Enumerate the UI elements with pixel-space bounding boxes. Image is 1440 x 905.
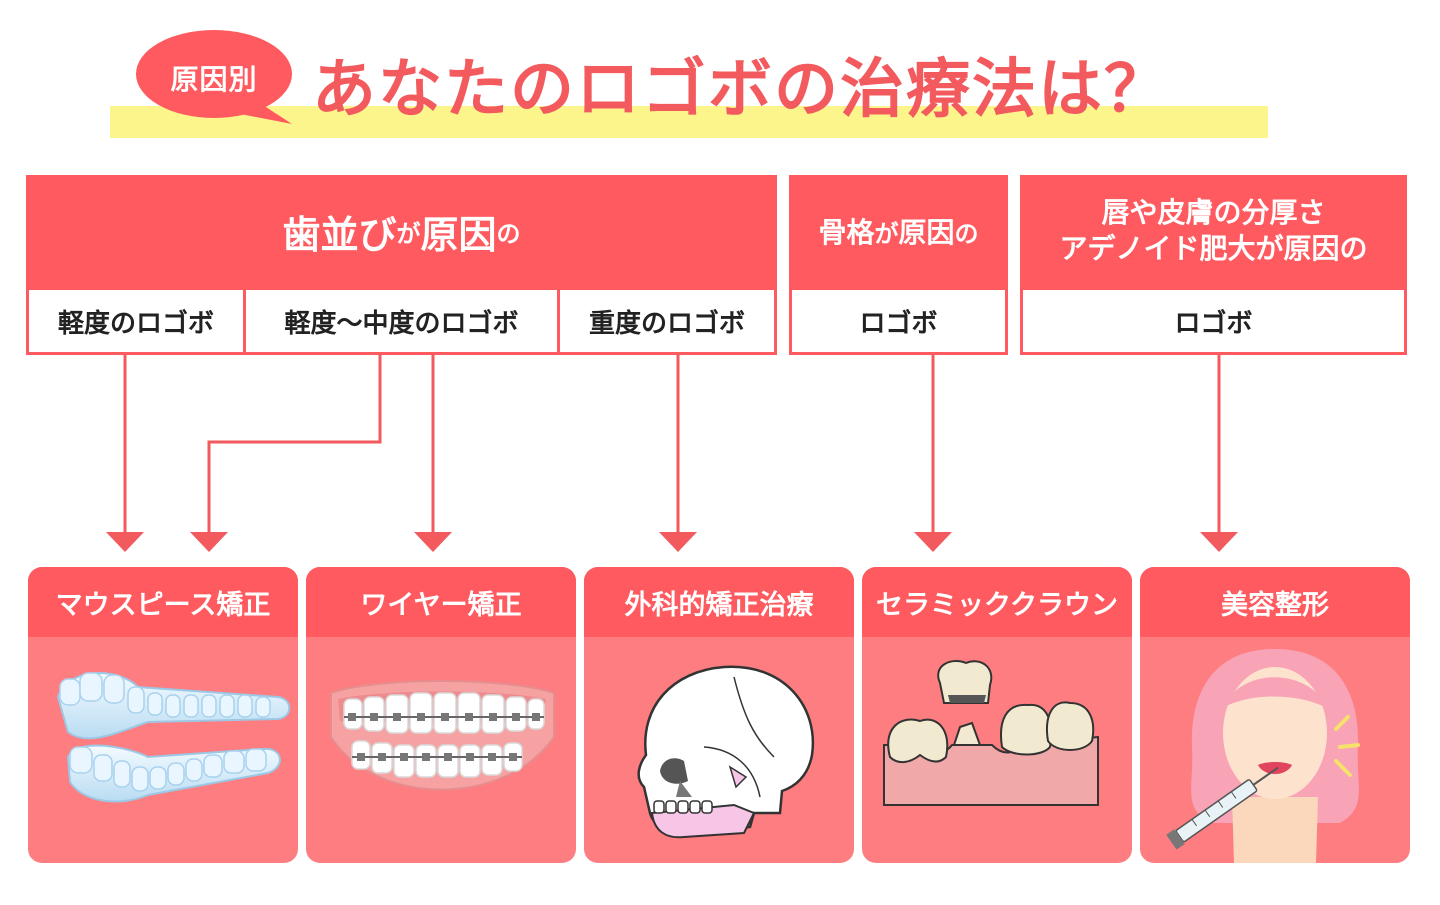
cause-bone-heading-end: の xyxy=(954,219,979,248)
level-mild-moderate: 軽度〜中度のロゴボ xyxy=(246,290,557,352)
wire-braces-icon xyxy=(330,680,555,791)
arrowhead-1 xyxy=(106,532,144,552)
cause-teeth-heading-particle: が xyxy=(396,219,421,248)
cause-bone-box: 骨格が原因の ロゴボ xyxy=(789,175,1008,355)
title-badge: 原因別 xyxy=(170,63,258,96)
cause-soft-heading: 唇や皮膚の分厚さ アデノイド肥大が原因の xyxy=(1020,175,1407,287)
arrow-mid-to-mouthpiece xyxy=(207,355,382,534)
cause-teeth-heading-end: の xyxy=(496,219,521,248)
cause-soft-box: 唇や皮膚の分厚さ アデノイド肥大が原因の ロゴボ xyxy=(1020,175,1407,355)
treatment-card-cosmetic: 美容整形 xyxy=(1140,567,1410,863)
cause-teeth-heading-tail: 原因 xyxy=(420,212,497,257)
arrowhead-6 xyxy=(1200,532,1238,552)
cause-teeth-box: 歯並びが原因の 軽度のロゴボ 軽度〜中度のロゴボ 重度のロゴボ xyxy=(26,175,777,355)
treatment-card-wire: ワイヤー矯正 xyxy=(306,567,576,863)
cause-teeth-levels: 軽度のロゴボ 軽度〜中度のロゴボ 重度のロゴボ xyxy=(29,290,774,352)
page-title: あなたのロゴボの治療法は？ xyxy=(312,53,1170,127)
treatment-label-mouthpiece: マウスピース矯正 xyxy=(28,567,298,637)
arrowhead-3 xyxy=(414,532,452,552)
treatment-card-mouthpiece: マウスピース矯正 xyxy=(28,567,298,863)
cause-soft-levels: ロゴボ xyxy=(1023,290,1404,352)
treatment-card-crown: セラミッククラウン xyxy=(862,567,1132,863)
cause-soft-heading-line1: 唇や皮膚の分厚さ xyxy=(1101,196,1326,229)
treatment-label-cosmetic: 美容整形 xyxy=(1140,567,1410,637)
cause-bone-heading-particle: が xyxy=(874,219,899,248)
arrowhead-4 xyxy=(659,532,697,552)
level-soft: ロゴボ xyxy=(1023,290,1404,352)
treatment-label-wire: ワイヤー矯正 xyxy=(306,567,576,637)
mouthpiece-aligner-icon xyxy=(56,672,291,803)
cosmetic-surgery-icon xyxy=(1166,649,1360,863)
level-bone: ロゴボ xyxy=(792,290,1005,352)
cause-teeth-heading-main: 歯並び xyxy=(282,212,397,257)
treatment-label-surgery: 外科的矯正治療 xyxy=(584,567,854,637)
cause-bone-levels: ロゴボ xyxy=(792,290,1005,352)
title-highlight-bar xyxy=(110,106,1268,138)
skull-icon xyxy=(637,665,815,839)
level-mild: 軽度のロゴボ xyxy=(29,290,243,352)
ceramic-crown-icon xyxy=(883,660,1099,806)
treatment-card-surgery: 外科的矯正治療 xyxy=(584,567,854,863)
treatment-label-crown: セラミッククラウン xyxy=(862,567,1132,637)
cause-bone-heading: 骨格が原因の xyxy=(789,175,1008,287)
arrowhead-2 xyxy=(190,532,228,552)
cause-soft-heading-line2: アデノイド肥大が原因の xyxy=(1059,232,1368,265)
arrowhead-5 xyxy=(914,532,952,552)
speech-bubble-icon xyxy=(136,30,292,124)
cause-bone-heading-main: 骨格 xyxy=(818,216,875,249)
cause-teeth-heading: 歯並びが原因の xyxy=(26,175,777,287)
level-severe: 重度のロゴボ xyxy=(560,290,774,352)
cause-bone-heading-tail: 原因 xyxy=(898,216,955,249)
